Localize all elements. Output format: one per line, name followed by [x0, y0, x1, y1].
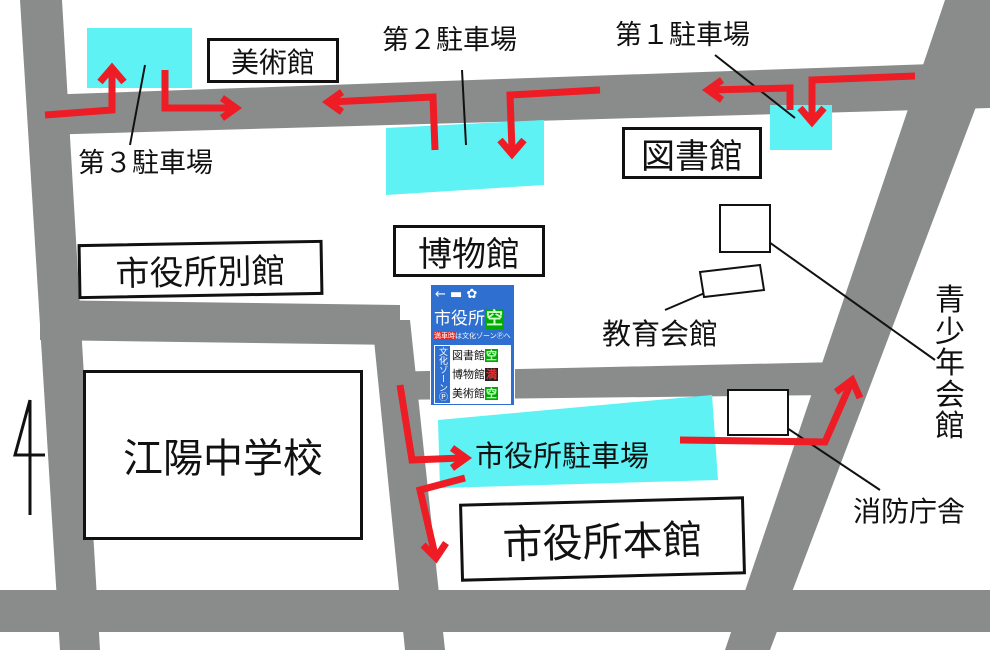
left-arrow-icon: ← ▬ ✿ [435, 287, 478, 302]
route-4-marker [13, 399, 45, 515]
sign-notice-tag: 満車時 [434, 332, 455, 340]
sign-notice: は文化ゾーンⓅへ [455, 332, 511, 340]
sign-title: 市役所 [434, 309, 485, 329]
arrow-out-east [679, 383, 854, 446]
sign-zone-label: 文化ゾーンⓅ [437, 347, 447, 401]
arrow-from-parking-3 [161, 70, 230, 112]
arrow-to-parking-1 [808, 72, 916, 118]
city-hall-main-label: 市役所本館 [459, 496, 746, 582]
road-top [40, 62, 990, 135]
arrow-into-city-hall-parking [396, 384, 463, 464]
road-diagonal-right [725, 0, 990, 650]
sign-title-status: 空 [485, 309, 504, 329]
city-hall-annex-label: 市役所別館 [77, 239, 324, 300]
route-arrows [44, 62, 916, 564]
sign-row-art-museum: 美術館空 [452, 387, 498, 400]
museum-label: 博物館 [393, 225, 545, 277]
sign-row-library: 図書館空 [452, 349, 498, 362]
youth-hall-label: 青少年会館 [935, 283, 965, 444]
education-hall-label: 教育会館 [602, 317, 719, 351]
parking-1-label: 第１駐車場 [615, 20, 750, 51]
arrow-from-parking-1 [709, 84, 794, 110]
city-hall-parking-area [438, 395, 718, 488]
arrow-to-parking-2 [506, 86, 601, 151]
art-museum-label: 美術館 [207, 38, 339, 83]
road-bottom [0, 590, 990, 632]
city-hall-parking-label: 市役所駐車場 [475, 439, 650, 473]
parking-2-area [386, 120, 544, 195]
library-label: 図書館 [622, 127, 762, 179]
arrow-out-south [415, 474, 466, 556]
road-center-vertical [372, 320, 445, 650]
parking-3-label: 第３駐車場 [78, 148, 213, 179]
arrow-to-parking-3 [44, 70, 116, 119]
fire-station-label: 消防庁舎 [853, 495, 966, 528]
parking-status-sign: ← ▬ ✿ 市役所空 満車時は文化ゾーンⓅへ 文化ゾーンⓅ 図書館空 博物館満 … [430, 284, 515, 406]
school-label: 江陽中学校 [83, 370, 363, 540]
parking-2-label: 第２駐車場 [382, 25, 517, 56]
sign-row-museum: 博物館満 [452, 368, 498, 381]
arrow-from-parking-2 [329, 93, 439, 151]
road-annex [40, 300, 400, 345]
